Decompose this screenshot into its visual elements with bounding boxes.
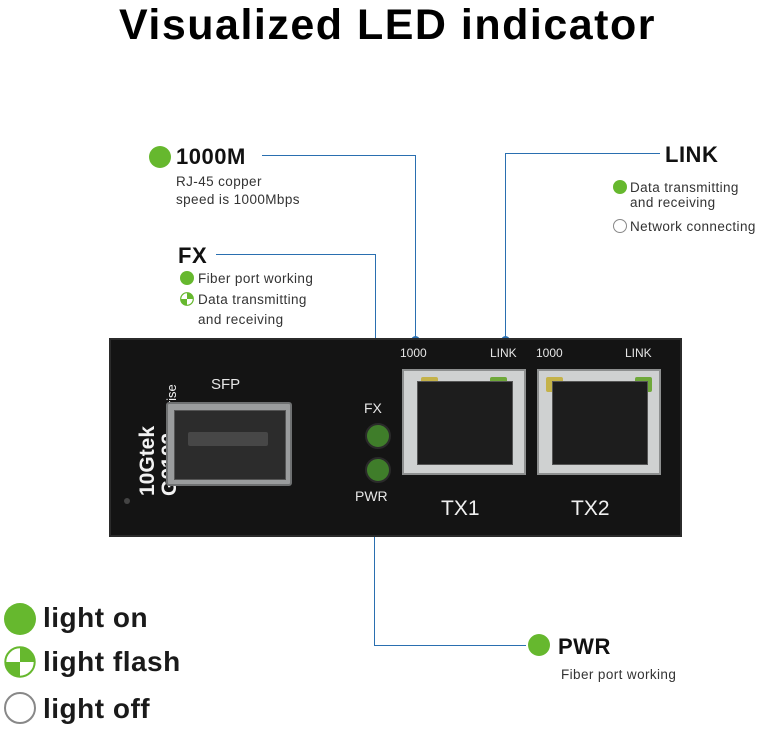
led-on-icon	[180, 271, 194, 285]
callout-fx-item: Fiber port working	[198, 271, 314, 286]
port2-link-label: LINK	[625, 346, 652, 360]
led-on-icon	[613, 180, 627, 194]
callout-link-label: LINK	[665, 142, 719, 167]
callout-1000m-label: 1000M	[176, 144, 246, 169]
legend-light-on: light on	[43, 602, 149, 633]
callout-line	[415, 155, 416, 339]
callout-fx-label: FX	[178, 243, 208, 268]
fx-led-label: FX	[364, 400, 382, 416]
led-off-icon	[613, 219, 627, 233]
legend-light-flash: light flash	[43, 646, 181, 677]
callout-line	[375, 254, 376, 386]
tx1-label: TX1	[441, 497, 480, 520]
screw-hole	[124, 498, 130, 504]
callout-1000m-desc: speed is 1000Mbps	[176, 192, 300, 207]
rj45-port-tx1[interactable]	[402, 369, 526, 475]
light-on-icon	[4, 603, 36, 635]
rj45-port-tx2[interactable]	[537, 369, 661, 475]
led-on-icon	[149, 146, 171, 168]
pwr-led	[365, 457, 391, 483]
fx-led	[365, 423, 391, 449]
callout-line	[505, 153, 506, 339]
port1-speed-label: 1000	[400, 346, 427, 360]
callout-line	[374, 510, 375, 645]
callout-1000m-desc: RJ-45 copper	[176, 174, 262, 189]
legend-light-off: light off	[43, 693, 151, 724]
callout-link-item: Data transmitting	[630, 180, 739, 195]
callout-pwr-label: PWR	[558, 634, 611, 659]
callout-link-item: and receiving	[630, 195, 716, 210]
page-title: Visualized LED indicator	[119, 1, 656, 49]
callout-fx-item: Data transmitting	[198, 292, 307, 307]
pwr-led-label: PWR	[355, 488, 388, 504]
callout-fx-item: and receiving	[198, 312, 284, 327]
port1-link-label: LINK	[490, 346, 517, 360]
sfp-label: SFP	[211, 376, 241, 393]
brand-name: 10Gtek	[136, 425, 159, 496]
sfp-port[interactable]	[166, 402, 292, 486]
led-flash-icon	[180, 292, 194, 306]
callout-pwr-desc: Fiber port working	[561, 667, 677, 682]
light-flash-icon	[4, 646, 36, 678]
callout-line	[216, 254, 375, 255]
callout-line	[505, 153, 660, 154]
callout-link-item: Network connecting	[630, 219, 756, 234]
media-converter-front-panel: 10Gtek G0102 Serise SFP FX PWR 1000 LINK…	[109, 338, 682, 537]
port2-speed-label: 1000	[536, 346, 563, 360]
led-on-icon	[528, 634, 550, 656]
tx2-label: TX2	[571, 497, 610, 520]
light-off-icon	[4, 692, 36, 724]
callout-line	[374, 645, 526, 646]
callout-line	[262, 155, 415, 156]
